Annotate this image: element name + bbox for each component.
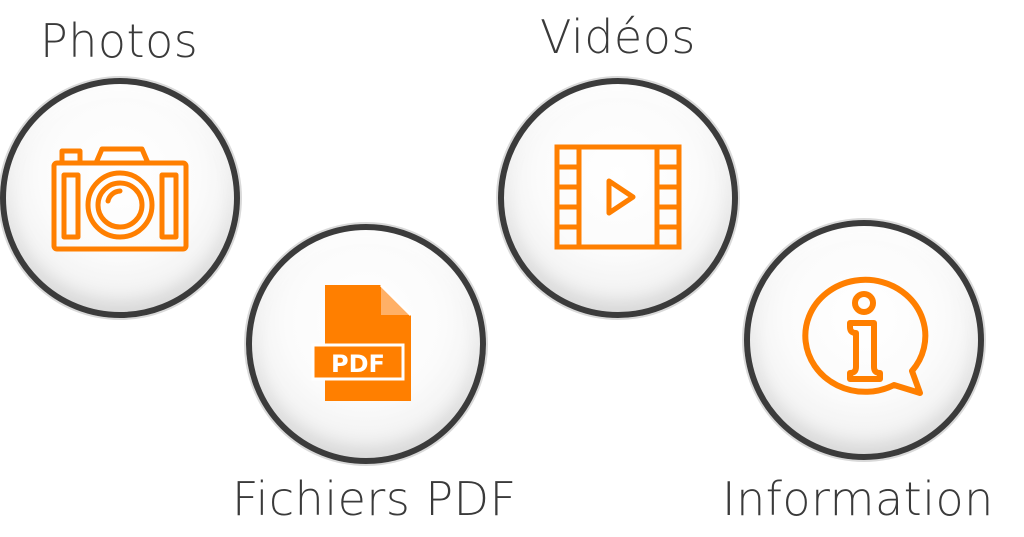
pdf-files-button[interactable]: PDF [246,224,486,464]
film-play-icon [554,144,682,250]
pdf-icon-text: PDF [331,350,385,378]
pdf-files-label: Fichiers PDF [232,472,517,526]
pdf-file-icon: PDF [311,283,413,401]
photos-button[interactable] [0,78,240,318]
videos-label: Vidéos [540,10,696,64]
info-speech-bubble-icon [802,276,929,396]
information-label: Information [722,472,994,526]
information-button[interactable] [744,220,984,460]
videos-button[interactable] [498,78,738,318]
camera-icon [51,146,189,252]
photos-label: Photos [40,14,199,68]
